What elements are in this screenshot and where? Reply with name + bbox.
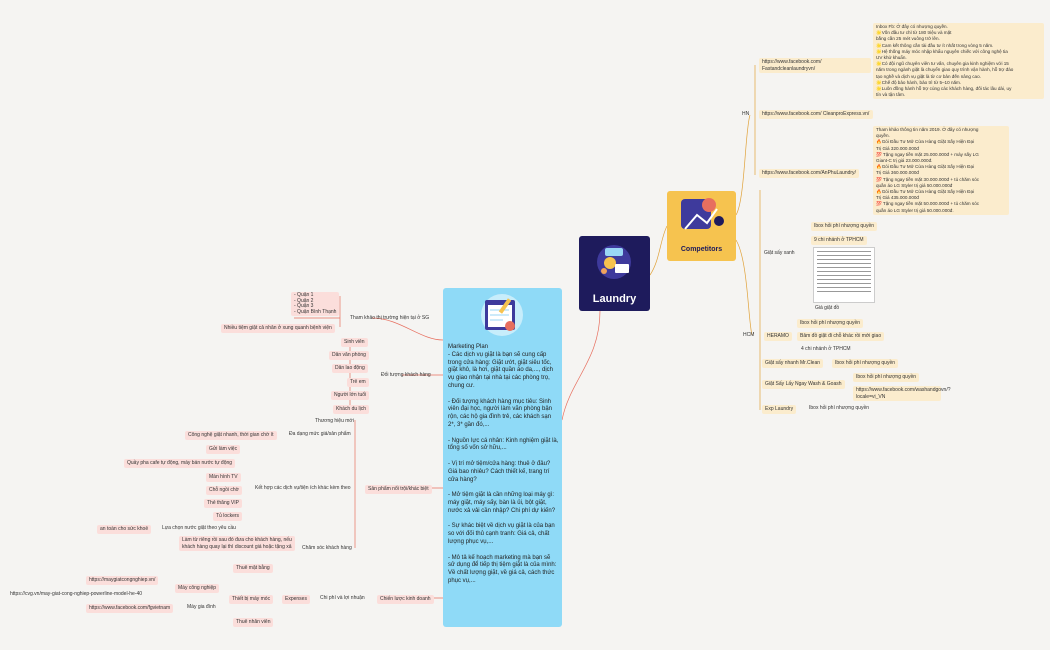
care-note-node[interactable]: Làm từ riêng rồi sau đó đưa cho khách hà… <box>179 536 295 551</box>
note-line: quyền. <box>876 133 890 139</box>
competitors-illustration-icon <box>681 198 724 230</box>
customer-item[interactable]: Người lớn tuổi <box>331 391 370 400</box>
note-line: Giant-C trị giá 23.000.000đ. <box>876 158 933 164</box>
district-item: - Quận 1 <box>294 292 314 298</box>
new-brand-node[interactable]: Thương hiệu mới <box>315 418 354 424</box>
strategy-node[interactable]: Chiến lược kinh doanh <box>377 595 434 604</box>
industrial-link-2[interactable]: https://cvg.vn/may-giat-cong-nghiep-powe… <box>10 591 143 597</box>
hn-link-3[interactable]: https://www.facebook.com/AnPhuLaundry/ <box>759 169 859 178</box>
giat-say-xanh-node[interactable]: Giặt sấy xanh <box>764 250 795 256</box>
fast-tech-node[interactable]: Công nghệ giặt nhanh, thời gian chờ ít <box>185 431 277 440</box>
customer-care-node[interactable]: Chăm sóc khách hàng <box>302 545 352 551</box>
heramo-item[interactable]: 4 chi nhánh ở TPHCM <box>801 346 851 352</box>
note-line: 💯 Tặng ngay tiền mặt 25.000.000đ + máy s… <box>876 151 979 157</box>
gsx-item[interactable]: 9 chi nhánh ở TPHCM <box>811 236 867 245</box>
hcm-node[interactable]: HCM <box>743 332 755 338</box>
rent-node[interactable]: Thuê mặt bằng <box>233 564 273 573</box>
mr-clean-node[interactable]: Giặt sấy nhanh Mr.Clean <box>762 359 824 368</box>
staff-node[interactable]: Thuê nhân viên <box>233 618 274 627</box>
customer-item[interactable]: Dân văn phòng <box>329 351 369 360</box>
price-list-image[interactable] <box>813 247 875 303</box>
combo-item[interactable]: Quầy pha cafe tự động, máy bán nước tự đ… <box>124 459 236 468</box>
mr-clean-item[interactable]: Ibox hỏi phí nhượng quyền <box>832 359 899 368</box>
note-line: quần áo LG Styler trị giá 50.000.000đ. <box>876 207 954 213</box>
industrial-link-1[interactable]: https://maygiatcongnghiep.vn/ <box>86 576 159 585</box>
marketing-plan-node[interactable]: Marketing Plan - Các dịch vụ giặt là bạn… <box>443 288 562 627</box>
hn-link-1[interactable]: https://www.facebook.com/ Fastandcleanla… <box>759 58 871 73</box>
combo-item[interactable]: Tủ lockers <box>213 512 243 521</box>
heramo-node[interactable]: HERAMO <box>764 332 792 341</box>
anphu-note[interactable]: Tham khảo thông tin năm 2019. Ở đây có n… <box>873 126 1009 215</box>
note-line: 💯 Tặng ngay tiền mặt 50.000.000đ + tủ ch… <box>876 201 980 207</box>
note-line: 🌟Có đội ngũ chuyên viên tư vấn, chuyên g… <box>876 61 1009 67</box>
market-research-node[interactable]: Tham khảo thị trường hiện tại ở SG <box>350 315 430 321</box>
combo-item[interactable]: Chỗ ngồi chờ <box>206 486 242 495</box>
note-line: 🔥Gói Đầu Tư Mở Cửa Hàng Giặt Sấy Hiện Đạ… <box>876 189 975 195</box>
note-line: 🔥Gói Đầu Tư Mở Cửa Hàng Giặt Sấy Hiện Đạ… <box>876 164 975 170</box>
home-machine-link[interactable]: https://www.facebook.com/fgvietnam <box>86 604 174 613</box>
wg-item[interactable]: Ibox hỏi phí nhượng quyền <box>853 373 920 382</box>
note-line: Inbox Fb: Ở đây có nhượng quyền. <box>876 24 948 29</box>
exp-laundry-node[interactable]: Exp Laundry <box>762 405 797 414</box>
marketing-plan-text: Marketing Plan - Các dịch vụ giặt là bạn… <box>448 344 559 584</box>
district-item: - Quận 3 <box>294 303 314 309</box>
combo-services-node[interactable]: Kết hợp các dịch vụ/tiện ích khác kèm th… <box>255 485 351 491</box>
laundry-illustration-icon <box>597 245 631 279</box>
competitors-title: Competitors <box>680 246 723 253</box>
combo-item[interactable]: Gửi làm việc <box>206 445 241 454</box>
note-line: Trị Giá 360.000.000đ <box>876 170 919 176</box>
note-line: Trị Giá 320.000.000đ <box>876 145 919 151</box>
districts-list[interactable]: - Quận 1 - Quận 2 - Quận 3 - Quận Bình T… <box>291 292 340 316</box>
machines-node[interactable]: Thiết bị máy móc <box>229 595 274 604</box>
gsx-item[interactable]: Ibox hỏi phí nhượng quyền <box>811 222 878 231</box>
note-line: UV khử khuẩn. <box>876 55 907 61</box>
combo-item[interactable]: Thẻ thăng VIP <box>204 499 242 508</box>
note-line: 🌟Chế độ bảo hành, bảo trì từ 5–10 năm. <box>876 79 962 85</box>
hn-link-2[interactable]: https://www.facebook.com/ CleanproExpres… <box>759 110 873 119</box>
note-line: 🔥Gói Đầu Tư Mở Cửa Hàng Giặt Sấy Hiện Đạ… <box>876 139 975 145</box>
district-item: - Quận 2 <box>294 297 314 304</box>
exp-item[interactable]: Ibox hỏi phí nhượng quyền <box>809 405 870 411</box>
note-line: 🌟Vốn đầu tư chỉ từ 180 triệu và mặt <box>876 30 952 36</box>
note-line: 🌟Luôn đồng hành hỗ trợ cùng các khách hà… <box>876 86 1012 92</box>
customer-item[interactable]: Sinh viên <box>341 338 368 347</box>
customer-item[interactable]: Dân lao động <box>332 364 368 373</box>
note-line: 💯 Tặng ngay tiền mặt 30.000.000đ + tủ ch… <box>876 176 980 182</box>
gsx-item[interactable]: Giá giặt đồ <box>815 305 840 311</box>
home-machine-node[interactable]: Máy gia đình <box>187 604 216 610</box>
near-hospital-node[interactable]: Nhiều tiệm giặt cả nhân ở xung quanh bện… <box>221 324 335 333</box>
note-line: tạo nghề và dịch vụ giặt là từ cơ bản đế… <box>876 73 981 79</box>
health-safe-node[interactable]: an toàn cho sức khoẻ <box>97 525 152 534</box>
note-line: Trị Giá 435.000.000đ <box>876 195 919 201</box>
price-diversity-node[interactable]: Đa dạng mức giá/sản phẩm <box>289 431 351 437</box>
wg-link[interactable]: https://www.facebook.com/washandgovn/? l… <box>853 386 951 401</box>
wash-goash-node[interactable]: Giặt Sấy Lấy Ngay Wash & Goash <box>762 380 845 389</box>
customer-item[interactable]: Trẻ em <box>347 378 369 387</box>
expenses-node[interactable]: Expenses <box>282 595 310 604</box>
clipboard-calendar-icon <box>481 294 523 336</box>
center-node[interactable]: Laundry <box>579 236 650 311</box>
heramo-item[interactable]: Bảm đồ giặt đi chỗ khác rồi mới giao <box>797 332 885 341</box>
competitors-node[interactable]: Competitors <box>667 191 736 261</box>
district-item: - Quận Bình Thạnh <box>294 308 337 315</box>
heramo-item[interactable]: Ibox hỏi phí nhượng quyền <box>797 319 864 328</box>
note-line: 🌟Hệ thống máy móc nhập khẩu nguyên chiếc… <box>876 48 1008 54</box>
customer-item[interactable]: Khách du lịch <box>333 405 370 414</box>
combo-item[interactable]: Màn hình TV <box>206 473 241 482</box>
note-line: bằng cần 25 mét vuông trở lên. <box>876 36 940 42</box>
customers-node[interactable]: Đối tượng khách hàng <box>381 372 431 378</box>
detergent-choice-node[interactable]: Lựa chọn nước giặt theo yêu cầu <box>162 525 236 531</box>
cost-profit-node[interactable]: Chi phí và lợi nhuận <box>320 595 365 601</box>
note-line: 🌟Cam kết thông cần tài đầu tư ít nhất tr… <box>876 42 994 48</box>
note-line: tín và tận tâm. <box>876 92 906 98</box>
hn-node[interactable]: HN <box>742 111 750 117</box>
product-node[interactable]: Sản phẩm nổi trội/khác biệt <box>365 485 432 494</box>
fastandclean-note[interactable]: Inbox Fb: Ở đây có nhượng quyền. 🌟Vốn đầ… <box>873 23 1044 100</box>
industrial-machine-node[interactable]: Máy công nghiệp <box>175 584 220 593</box>
note-line: Tham khảo thông tin năm 2019. Ở đây có n… <box>876 127 979 132</box>
note-line: quần áo LG Styler trị giá 50.000.000đ <box>876 182 953 188</box>
center-title: Laundry <box>592 293 637 305</box>
note-line: năm trong ngành giặt là chuyển giao quy … <box>876 67 1014 73</box>
